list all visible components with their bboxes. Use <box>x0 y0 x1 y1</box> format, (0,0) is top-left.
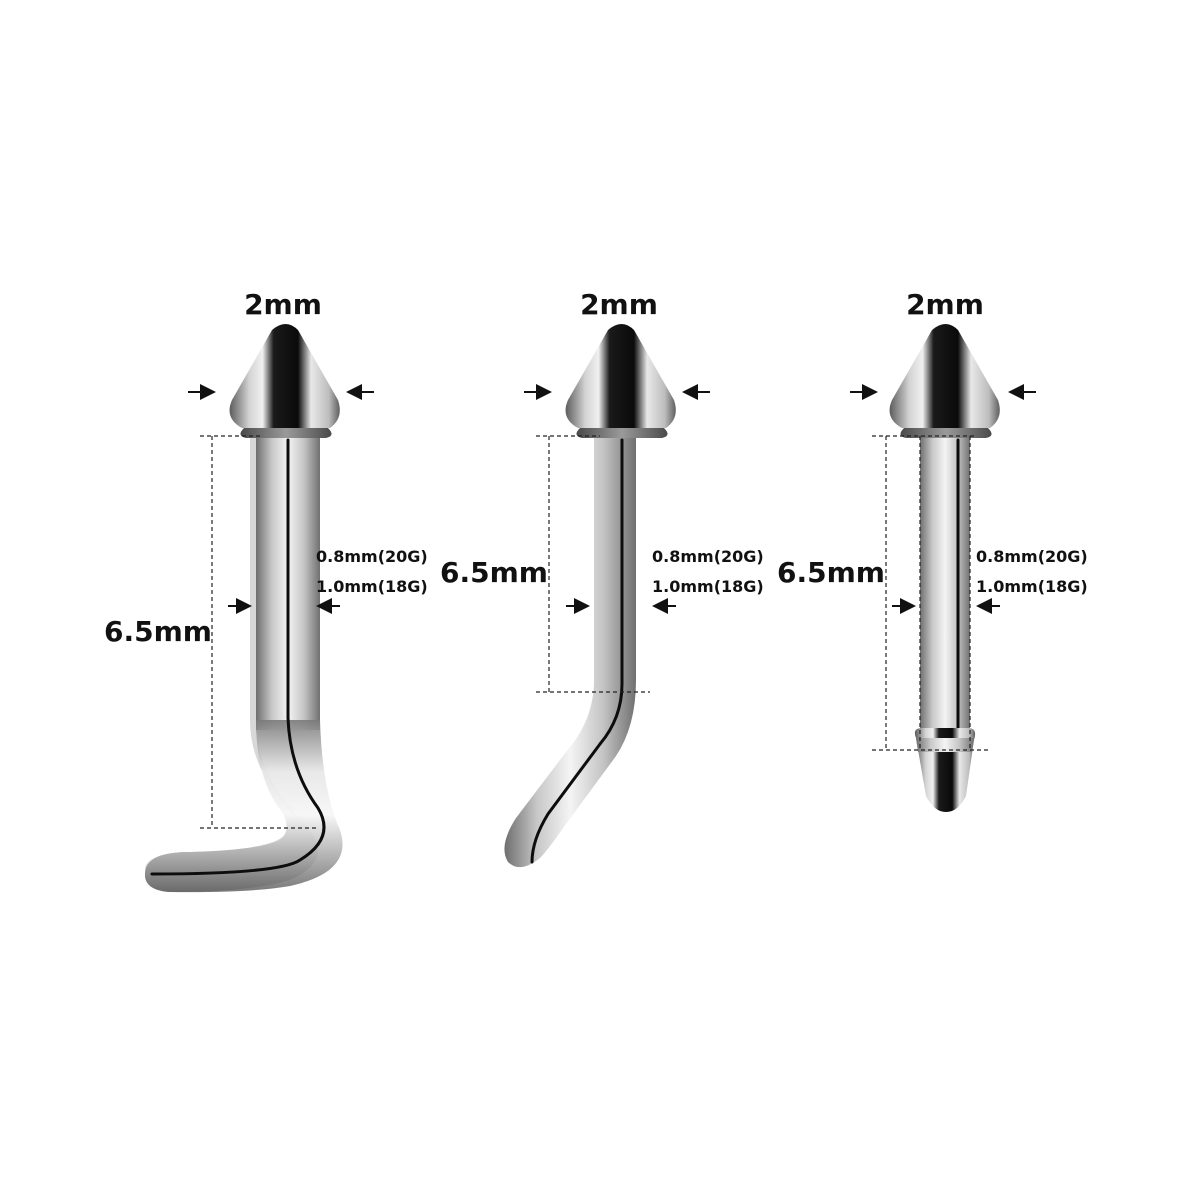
curved-gauge-label-1: 0.8mm(20G) <box>652 547 764 566</box>
curved-length-label: 6.5mm <box>440 556 548 589</box>
curved-rod <box>504 430 636 868</box>
straight-gauge-label-2: 1.0mm(18G) <box>976 577 1088 596</box>
curved-groove <box>530 438 624 864</box>
l-shape-top-width-label: 2mm <box>244 288 322 321</box>
straight-nose-stud: 2mm 6.5mm 0.8mm(20G) 1.0mm(18G) <box>777 288 1088 812</box>
curved-cone-head <box>565 324 676 428</box>
l-shape-nose-stud: 2mm 6.5mm 0.8mm(20G) 1.0mm(18G) <box>104 288 428 893</box>
straight-rod <box>920 430 970 736</box>
curved-nose-stud: 2mm 6.5mm 0.8mm(20G) 1.0mm(18G) <box>440 288 764 868</box>
straight-top-width-label: 2mm <box>906 288 984 321</box>
curved-gauge-label-2: 1.0mm(18G) <box>652 577 764 596</box>
l-shape-gauge-label-2: 1.0mm(18G) <box>316 577 428 596</box>
straight-cone-head <box>889 324 1000 428</box>
straight-gauge-label-1: 0.8mm(20G) <box>976 547 1088 566</box>
l-shape-length-label: 6.5mm <box>104 615 212 648</box>
curved-top-width-label: 2mm <box>580 288 658 321</box>
l-shape-groove <box>150 438 326 876</box>
straight-length-label: 6.5mm <box>777 556 885 589</box>
l-shape-gauge-label-1: 0.8mm(20G) <box>316 547 428 566</box>
l-shape-cone-head <box>229 324 340 428</box>
